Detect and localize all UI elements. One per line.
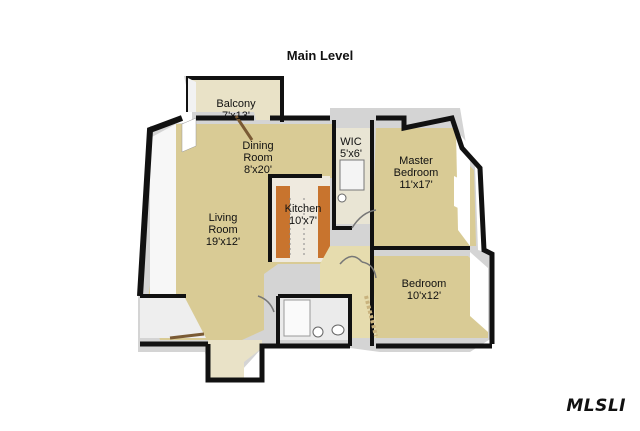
bathtub [283, 299, 311, 337]
room-name: Dining Room [242, 140, 274, 164]
room-dims: 19'x12' [205, 236, 241, 248]
room-name: WIC [340, 136, 362, 148]
room-dims: 7'x13' [221, 110, 251, 122]
room-label-wic: WIC 5'x6' [340, 136, 362, 160]
bedroom-door-swing [361, 261, 377, 279]
window-face [454, 176, 462, 210]
room-name: Living Room [208, 212, 238, 236]
master-bedroom-floor [372, 128, 476, 246]
balcony-floor [188, 78, 282, 120]
room-dims: 5'x6' [340, 148, 362, 160]
kitchen-wall [268, 174, 322, 262]
closet-sliding-door [364, 295, 378, 337]
room-label-kitchen: Kitchen 10'x7' [285, 203, 322, 227]
room-label-balcony: Balcony 7'x13' [216, 98, 255, 122]
outer-wall-east [376, 115, 495, 344]
wic-shower [339, 159, 365, 191]
interior-wall-wic [332, 120, 352, 230]
mls-watermark: MLSLI [566, 396, 626, 416]
west-closet-floor [140, 296, 206, 338]
balcony-wall-face [188, 78, 196, 112]
wic-door-swing [351, 209, 377, 229]
outer-wall-south-entry [205, 343, 350, 383]
page-title: Main Level [286, 48, 354, 63]
balcony-door [234, 115, 254, 141]
entry-closet-floor [208, 340, 262, 378]
room-label-living: Living Room 19'x12' [206, 212, 240, 248]
entry-door [169, 332, 205, 340]
room-dims: 8'x20' [243, 164, 273, 176]
closet-door-swing [257, 295, 275, 313]
room-name: Bedroom [401, 278, 447, 290]
room-label-bedroom: Bedroom 10'x12' [402, 278, 447, 302]
outer-wall-west [137, 115, 184, 297]
bedroom-floor [372, 256, 488, 338]
wall-face [181, 117, 197, 153]
bath-toilet [312, 326, 324, 338]
room-dims: 10'x7' [288, 215, 318, 227]
kitchen-cabinet-left [276, 186, 290, 258]
room-dims: 11'x17' [399, 179, 433, 191]
hall-door-swing [339, 255, 363, 265]
hallway-floor [320, 246, 376, 338]
room-label-master: Master Bedroom 11'x17' [394, 155, 439, 191]
bedroom-east-wall-face [470, 252, 488, 332]
wic-toilet [337, 193, 347, 203]
room-label-dining: Dining Room 8'x20' [242, 140, 273, 176]
west-wall-face [150, 124, 176, 296]
room-name: Kitchen [284, 203, 322, 215]
kitchen-cabinet-right [318, 186, 330, 258]
room-name: Master Bedroom [393, 155, 439, 179]
bath-sink [331, 324, 345, 336]
east-wall-face [456, 130, 470, 246]
room-dims: 10'x12' [406, 290, 442, 302]
room-name: Balcony [216, 98, 256, 110]
interior-wall-bath [278, 294, 352, 346]
